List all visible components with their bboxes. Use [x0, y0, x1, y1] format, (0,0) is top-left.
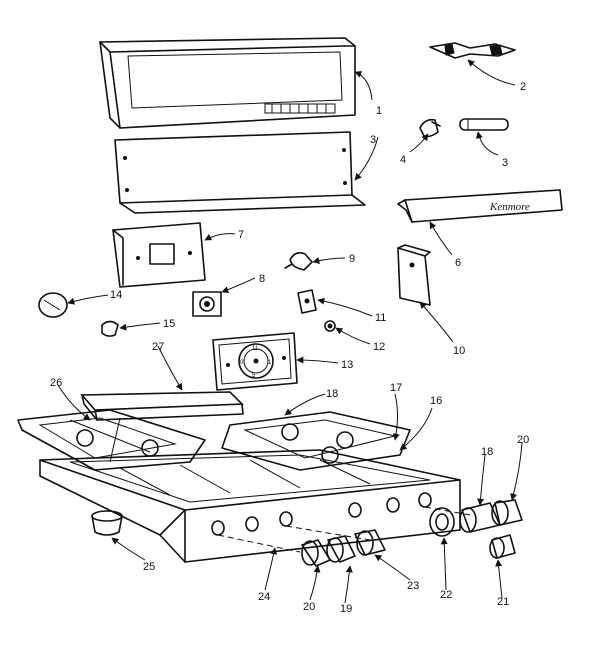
callout-5: 3: [370, 134, 376, 146]
dial-label-0: 0: [240, 360, 244, 366]
callout-1: 1: [376, 105, 382, 117]
callout-20-front: 20: [303, 601, 315, 613]
callout-20-right: 20: [517, 434, 529, 446]
part-nut: [324, 320, 336, 332]
callout-25: 25: [143, 561, 155, 573]
part-cap-15: [101, 320, 119, 337]
part-cup: [91, 510, 123, 536]
callout-18-top: 18: [326, 388, 338, 400]
callout-21: 21: [497, 596, 509, 608]
leader-arrows: [57, 59, 523, 604]
part-clip: [419, 118, 441, 138]
part-bracket-11: [297, 289, 317, 314]
callout-16: 16: [430, 395, 442, 407]
callout-14: 14: [110, 289, 122, 301]
part-timer-plate: 0 11 5 1: [212, 332, 298, 391]
part-control-box: [112, 222, 206, 288]
part-right-knobs: [459, 499, 523, 559]
callout-17: 17: [390, 382, 402, 394]
callout-3: 3: [502, 157, 508, 169]
part-switch: [192, 291, 222, 317]
part-front-knobs: [301, 529, 386, 567]
callout-7: 7: [238, 229, 244, 241]
callout-11: 11: [375, 312, 386, 324]
part-grates: [17, 409, 411, 471]
callout-15: 15: [163, 318, 175, 330]
callout-8: 8: [259, 273, 265, 285]
part-griddle: [80, 391, 244, 421]
dial-label-1: 1: [268, 360, 272, 366]
callout-23: 23: [407, 580, 419, 592]
callout-26: 26: [50, 377, 62, 389]
part-backguard: [99, 37, 356, 129]
callout-24: 24: [258, 591, 270, 603]
callout-19-right: 19: [340, 603, 352, 615]
part-bracket-10: [397, 244, 431, 306]
callout-labels: 1 2 3 3 4 6 7 8 9 10 11 12 13 14 15 16 1…: [50, 81, 529, 615]
dial-label-5: 5: [252, 373, 256, 379]
part-igniter: [429, 42, 516, 59]
callout-9: 9: [349, 253, 355, 265]
part-trim-bar: Kenmore: [397, 189, 563, 223]
callout-4: 4: [400, 154, 406, 166]
part-tube: [459, 118, 509, 131]
callout-18-right: 18: [481, 446, 493, 458]
callout-10: 10: [453, 345, 465, 357]
part-bezel: [429, 507, 455, 537]
part-cooktop: [39, 449, 461, 563]
part-disk-14: [38, 292, 68, 318]
part-back-panel: [114, 131, 366, 214]
callout-27: 27: [152, 341, 164, 353]
callout-12: 12: [373, 341, 385, 353]
callout-22: 22: [440, 589, 452, 601]
part-fitting-9: [284, 252, 313, 271]
callout-6: 6: [455, 257, 461, 269]
callout-13: 13: [341, 359, 353, 371]
dial-label-11: 11: [252, 346, 259, 352]
brand-label: Kenmore: [489, 201, 530, 213]
callout-2: 2: [520, 81, 526, 93]
